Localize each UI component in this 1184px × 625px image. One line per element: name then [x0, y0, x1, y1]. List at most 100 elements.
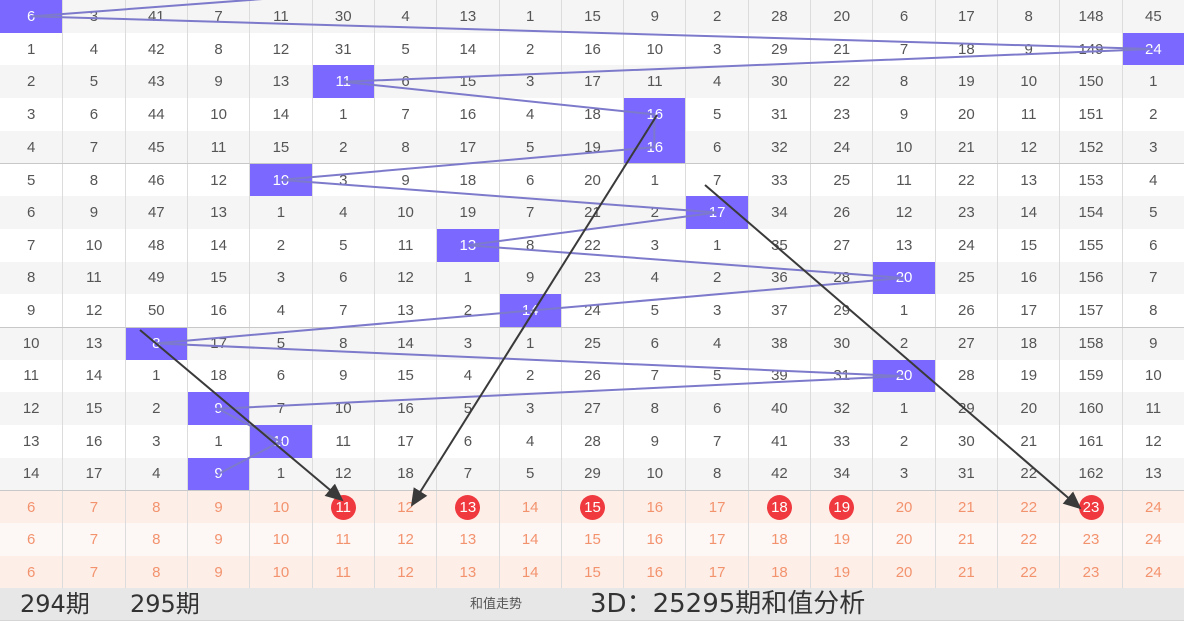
forecast-cell[interactable]: 12 [373, 491, 436, 523]
table-cell: 20 [810, 0, 872, 33]
forecast-cell[interactable]: 11 [311, 555, 374, 589]
forecast-cell[interactable]: 22 [997, 555, 1059, 589]
forecast-cell[interactable]: 16 [623, 491, 685, 523]
table-cell: 26 [934, 294, 997, 327]
forecast-cell[interactable]: 20 [872, 491, 934, 523]
table-cell: 29 [810, 294, 872, 327]
forecast-cell[interactable]: 9 [186, 523, 249, 556]
forecast-cell[interactable]: 23 [1059, 555, 1121, 589]
forecast-cell[interactable]: 8 [124, 555, 187, 589]
table-cell: 14 [62, 359, 124, 393]
forecast-cell[interactable]: 6 [26, 498, 36, 516]
forecast-cell[interactable]: 11 [311, 491, 374, 523]
forecast-cell[interactable]: 23 [1059, 523, 1121, 556]
table-cell: 11 [373, 228, 436, 262]
forecast-cell[interactable]: 24 [1121, 491, 1184, 523]
table-cell: 29 [560, 457, 623, 491]
table-cell: 20 [997, 392, 1059, 425]
forecast-cell[interactable]: 7 [62, 523, 124, 556]
table-cell: 10 [311, 392, 374, 425]
forecast-cell[interactable]: 15 [560, 491, 623, 523]
table-cell: 11 [249, 0, 311, 33]
forecast-cell[interactable]: 21 [934, 523, 997, 556]
forecast-cell[interactable]: 23 [1059, 491, 1121, 523]
table-cell: 150 [1059, 65, 1121, 99]
forecast-cell[interactable]: 18 [747, 555, 810, 589]
forecast-cell[interactable]: 12 [373, 555, 436, 589]
table-cell: 31 [810, 359, 872, 393]
table-cell: 14 [997, 196, 1059, 229]
table-cell: 18 [436, 164, 498, 197]
forecast-cell[interactable]: 9 [186, 555, 249, 589]
forecast-cell[interactable]: 17 [685, 555, 747, 589]
table-cell: 47 [124, 196, 187, 229]
forecast-cell[interactable]: 7 [62, 555, 124, 589]
forecast-cell[interactable]: 13 [436, 523, 498, 556]
forecast-cell[interactable]: 13 [436, 555, 498, 589]
forecast-cell[interactable]: 19 [810, 555, 872, 589]
forecast-cell[interactable]: 20 [872, 523, 934, 556]
table-cell: 11 [997, 98, 1059, 131]
hit-cell: 14 [498, 294, 561, 327]
table-cell: 25 [934, 261, 997, 295]
forecast-cell[interactable]: 19 [810, 491, 872, 523]
table-cell: 5 [436, 392, 498, 425]
table-cell: 16 [436, 98, 498, 131]
forecast-cell[interactable]: 13 [436, 491, 498, 523]
forecast-cell[interactable]: 16 [623, 523, 685, 556]
forecast-cell[interactable]: 18 [747, 523, 810, 556]
table-cell: 5 [26, 171, 36, 189]
forecast-cell[interactable]: 22 [997, 491, 1059, 523]
forecast-cell[interactable]: 7 [62, 491, 124, 523]
table-cell: 34 [747, 196, 810, 229]
forecast-cell[interactable]: 6 [26, 530, 36, 548]
table-cell: 9 [26, 302, 36, 320]
hit-cell: 24 [1121, 32, 1184, 66]
table-cell: 45 [124, 130, 187, 164]
forecast-cell[interactable]: 17 [685, 491, 747, 523]
hit-cell: 16 [623, 130, 686, 164]
forecast-cell[interactable]: 21 [934, 491, 997, 523]
table-cell: 17 [186, 327, 249, 360]
forecast-cell[interactable]: 15 [560, 523, 623, 556]
forecast-cell[interactable]: 21 [934, 555, 997, 589]
forecast-cell[interactable]: 22 [997, 523, 1059, 556]
forecast-cell[interactable]: 14 [498, 491, 561, 523]
table-cell: 22 [997, 457, 1059, 491]
forecast-cell[interactable]: 10 [249, 555, 311, 589]
forecast-cell[interactable]: 24 [1121, 555, 1184, 589]
selected-ball: 19 [829, 494, 855, 520]
forecast-cell[interactable]: 8 [124, 491, 187, 523]
table-cell: 8 [62, 164, 124, 197]
forecast-cell[interactable]: 11 [311, 523, 374, 556]
table-cell: 5 [373, 32, 436, 66]
hit-cell: 10 [249, 424, 312, 458]
forecast-cell[interactable]: 15 [560, 555, 623, 589]
forecast-cell[interactable]: 10 [249, 491, 311, 523]
table-cell: 5 [249, 327, 311, 360]
forecast-cell[interactable]: 20 [872, 555, 934, 589]
forecast-cell[interactable]: 18 [747, 491, 810, 523]
table-cell: 17 [997, 294, 1059, 327]
forecast-cell[interactable]: 14 [498, 555, 561, 589]
forecast-cell[interactable]: 19 [810, 523, 872, 556]
forecast-cell[interactable]: 14 [498, 523, 561, 556]
forecast-cell[interactable]: 16 [623, 555, 685, 589]
forecast-cell[interactable]: 12 [373, 523, 436, 556]
sum-trend-tab[interactable]: 294期 295期 和值走势 3D：25295期和值分析 [0, 588, 1184, 621]
table-cell: 4 [436, 359, 498, 393]
hit-cell: 10 [249, 164, 312, 197]
forecast-cell[interactable]: 8 [124, 523, 187, 556]
forecast-cell[interactable]: 24 [1121, 523, 1184, 556]
table-cell: 41 [124, 0, 187, 33]
forecast-cell[interactable]: 10 [249, 523, 311, 556]
table-cell: 24 [934, 228, 997, 262]
forecast-cell[interactable]: 9 [186, 491, 249, 523]
table-cell: 2 [685, 0, 747, 33]
table-cell: 13 [62, 327, 124, 360]
table-cell: 37 [747, 294, 810, 327]
forecast-cell[interactable]: 17 [685, 523, 747, 556]
forecast-cell[interactable]: 6 [26, 563, 36, 581]
